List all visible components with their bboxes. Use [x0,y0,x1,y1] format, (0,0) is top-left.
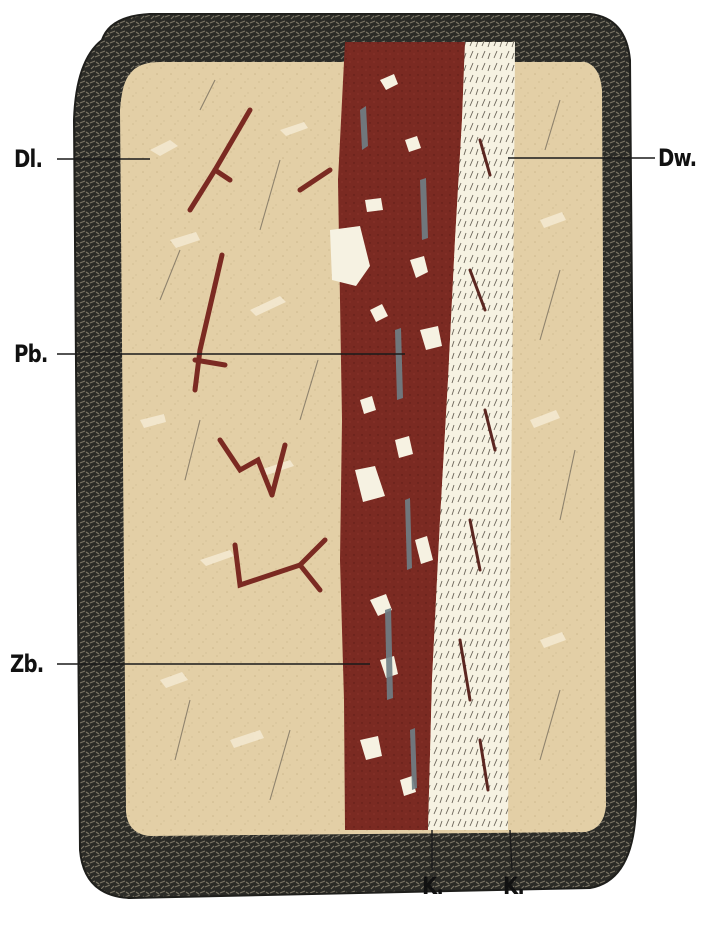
label-pb: Pb. [14,342,48,366]
label-k-left: K. [422,874,443,898]
label-zb: Zb. [10,652,43,676]
label-dw: Dw. [658,146,696,170]
label-dl: Dl. [14,147,42,171]
label-k-right: K. [503,874,524,898]
